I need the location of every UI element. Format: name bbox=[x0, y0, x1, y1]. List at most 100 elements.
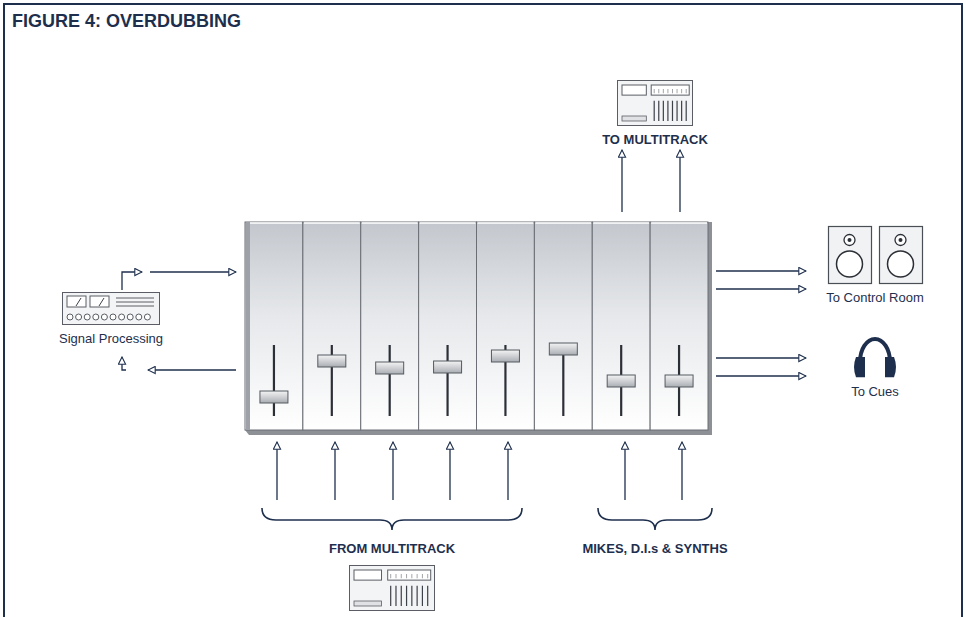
output-arrow bbox=[679, 150, 680, 212]
monitor-arrow bbox=[716, 288, 806, 289]
input-arrow bbox=[276, 442, 277, 500]
input-arrow bbox=[449, 442, 450, 500]
tweeter-dome bbox=[898, 238, 902, 242]
send-arrow bbox=[150, 271, 236, 272]
processor-knob bbox=[119, 314, 125, 320]
fader-knob bbox=[665, 375, 693, 387]
strip-highlight bbox=[246, 222, 302, 224]
channel-strip bbox=[534, 222, 592, 430]
monitor-speakers: To Control Room bbox=[824, 226, 926, 308]
meter-tick bbox=[411, 574, 412, 578]
input-arrow bbox=[392, 442, 393, 500]
device-label: TO MULTITRACK bbox=[600, 130, 710, 150]
multitrack-recorder-icon bbox=[617, 80, 693, 126]
processor-knob bbox=[110, 314, 116, 320]
device-fader bbox=[422, 586, 423, 606]
meter-tick bbox=[663, 89, 664, 93]
device-case bbox=[350, 566, 435, 611]
fader-slot bbox=[446, 345, 448, 416]
strip-highlight bbox=[593, 222, 649, 224]
channel-strip bbox=[245, 222, 303, 430]
meter-tick bbox=[677, 89, 678, 93]
fader-knob bbox=[549, 343, 577, 355]
processor-trim bbox=[116, 306, 154, 307]
group-brace bbox=[598, 508, 712, 530]
processor-knob bbox=[93, 314, 99, 320]
meter-tick bbox=[658, 89, 659, 93]
channel-strip bbox=[361, 222, 419, 430]
input-arrow bbox=[681, 442, 682, 500]
fader-knob bbox=[607, 375, 635, 387]
group-brace bbox=[262, 508, 522, 530]
ear-cup bbox=[885, 357, 896, 377]
woofer bbox=[887, 251, 913, 277]
cue-arrow bbox=[716, 375, 806, 376]
meter-tick bbox=[686, 89, 687, 93]
processor-knob bbox=[144, 314, 150, 320]
vu-needle bbox=[99, 298, 104, 306]
meter-tick bbox=[681, 89, 682, 93]
meter-tick bbox=[390, 574, 391, 578]
fader-slot bbox=[389, 345, 391, 416]
device-fader bbox=[427, 586, 428, 606]
fader-knob bbox=[260, 391, 288, 403]
device-case bbox=[617, 81, 692, 126]
strip-highlight bbox=[420, 222, 476, 224]
meter-tick bbox=[406, 574, 407, 578]
device-fader bbox=[663, 101, 664, 121]
device-fader bbox=[411, 586, 412, 606]
cue-arrow bbox=[716, 357, 806, 358]
processor-knob bbox=[84, 314, 90, 320]
meter-tick bbox=[395, 574, 396, 578]
device-label: To Cues bbox=[849, 382, 901, 402]
meter-tick bbox=[401, 574, 402, 578]
device-fader bbox=[390, 586, 391, 606]
meter-tick bbox=[654, 89, 655, 93]
return-arrow bbox=[148, 369, 236, 370]
send-arrow bbox=[122, 272, 142, 290]
console-side bbox=[246, 222, 250, 430]
ear-cup bbox=[854, 357, 865, 377]
device-fader bbox=[667, 101, 668, 121]
device-display bbox=[622, 85, 646, 95]
device-fader bbox=[654, 101, 655, 121]
strip-highlight bbox=[651, 222, 707, 224]
device-label: Signal Processing bbox=[57, 329, 165, 349]
strip-highlight bbox=[304, 222, 360, 224]
device-label: To Control Room bbox=[824, 288, 926, 308]
device-fader bbox=[676, 101, 677, 121]
meter-tick bbox=[417, 574, 418, 578]
channel-strip bbox=[592, 222, 650, 430]
device-label: FROM MULTITRACK bbox=[327, 539, 457, 559]
multitrack-recorder-icon bbox=[349, 565, 435, 611]
tweeter-dome bbox=[847, 238, 851, 242]
device-meter bbox=[388, 570, 431, 580]
vu-needle bbox=[76, 298, 81, 306]
vu-meter bbox=[90, 296, 109, 307]
channel-strip bbox=[650, 222, 708, 430]
device-fader bbox=[672, 101, 673, 121]
channel-strip bbox=[303, 222, 361, 430]
device-fader bbox=[658, 101, 659, 121]
group-label: MIKES, D.I.s & SYNTHS bbox=[582, 541, 727, 557]
group-braces bbox=[262, 508, 712, 530]
output-arrow bbox=[621, 150, 622, 212]
multitrack-recorder: TO MULTITRACK bbox=[600, 80, 710, 150]
device-slot bbox=[622, 116, 646, 121]
fader-slot bbox=[273, 345, 275, 416]
monitor-speakers-icon bbox=[828, 226, 922, 284]
processor-knob bbox=[67, 314, 73, 320]
meter-tick bbox=[427, 574, 428, 578]
strip-highlight bbox=[535, 222, 591, 224]
device-slot bbox=[354, 601, 382, 606]
return-arrow bbox=[122, 357, 126, 370]
cue-headphones-icon bbox=[854, 336, 896, 378]
console-shadow bbox=[245, 222, 712, 435]
device-meter bbox=[651, 85, 689, 95]
mixing-console bbox=[245, 222, 712, 435]
strip-highlight bbox=[362, 222, 418, 224]
tweeter bbox=[844, 235, 855, 246]
fader-knob bbox=[434, 361, 462, 373]
processor-knob bbox=[127, 314, 133, 320]
woofer bbox=[836, 251, 862, 277]
